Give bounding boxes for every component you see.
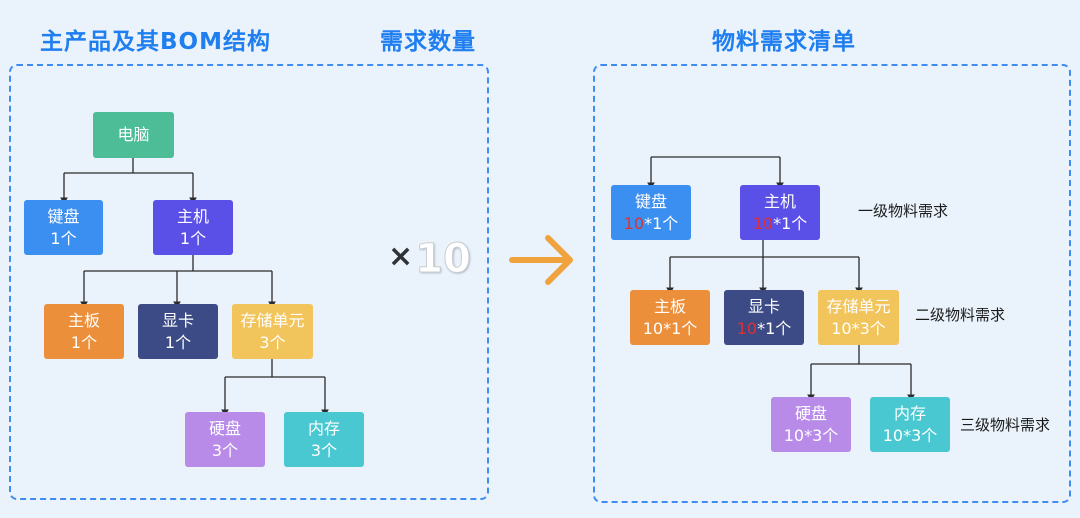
node-harddisk: 硬盘 3个 <box>185 412 265 467</box>
unit-quantity: *3个 <box>851 318 886 338</box>
node-quantity: 10*3个 <box>783 425 839 445</box>
node-quantity: 10*3个 <box>882 425 938 445</box>
multiply-icon: × <box>388 239 414 274</box>
unit-quantity: *1个 <box>773 213 808 233</box>
node-keyboard: 键盘 1个 <box>24 200 103 255</box>
node-quantity: 10*1个 <box>624 213 679 235</box>
req-node-host: 主机 10*1个 <box>740 185 820 240</box>
node-quantity: 3个 <box>310 440 338 460</box>
req-node-motherboard: 主板 10*1个 <box>630 290 710 345</box>
order-factor: 10 <box>752 213 774 233</box>
order-factor: 10 <box>642 318 664 338</box>
req-node-storage: 存储单元 10*3个 <box>818 290 899 345</box>
node-quantity: 3个 <box>259 332 286 352</box>
bom-structure-panel <box>9 64 489 500</box>
right-panel-title: 物料需求清单 <box>712 29 856 55</box>
order-factor: 10 <box>736 318 758 338</box>
order-factor: 10 <box>831 318 852 338</box>
node-computer: 电脑 <box>93 112 174 158</box>
node-label: 键盘 <box>634 191 667 211</box>
req-node-keyboard: 键盘 10*1个 <box>611 185 691 240</box>
req-node-memory: 内存 10*3个 <box>870 397 950 452</box>
unit-quantity: *1个 <box>644 213 679 233</box>
connector-storage-children <box>224 359 326 410</box>
node-gpu: 显卡 1个 <box>138 304 218 359</box>
node-label: 硬盘 <box>208 418 241 438</box>
node-label: 显卡 <box>747 296 780 316</box>
node-storage: 存储单元 3个 <box>232 304 313 359</box>
connector-right-level2 <box>669 240 860 288</box>
connector-right-level3 <box>810 345 912 395</box>
req-node-gpu: 显卡 10*1个 <box>724 290 804 345</box>
node-quantity: 3个 <box>211 440 239 460</box>
node-label: 内存 <box>893 403 926 423</box>
left-panel-title: 主产品及其BOM结构 <box>40 29 271 55</box>
node-label: 内存 <box>307 418 340 438</box>
connector-right-level1 <box>650 156 781 183</box>
connector-host-children <box>83 255 273 302</box>
node-quantity: 1个 <box>179 228 207 248</box>
node-label: 主板 <box>653 296 686 316</box>
quantity-title: 需求数量 <box>380 29 476 55</box>
node-label: 硬盘 <box>794 403 827 423</box>
node-motherboard: 主板 1个 <box>44 304 124 359</box>
level3-label: 三级物料需求 <box>960 416 1051 434</box>
order-factor: 10 <box>623 213 645 233</box>
node-label: 存储单元 <box>826 296 891 316</box>
node-label: 电脑 <box>117 125 150 144</box>
connector-root-children <box>63 158 194 198</box>
node-quantity: 10*1个 <box>737 318 792 340</box>
level1-label: 一级物料需求 <box>858 202 949 220</box>
quantity-multiplier: ×10 <box>388 236 471 284</box>
node-host: 主机 1个 <box>153 200 233 255</box>
node-quantity: 1个 <box>164 332 192 352</box>
req-node-harddisk: 硬盘 10*3个 <box>771 397 851 452</box>
node-label: 主机 <box>763 191 796 211</box>
node-quantity: 1个 <box>50 228 77 248</box>
material-requirement-panel <box>593 64 1071 503</box>
node-label: 主机 <box>176 206 209 226</box>
node-label: 存储单元 <box>240 310 305 330</box>
transform-arrow-icon <box>509 235 573 285</box>
unit-quantity: *1个 <box>757 318 792 338</box>
node-label: 主板 <box>67 310 100 330</box>
multiplier-value: 10 <box>415 236 472 283</box>
node-quantity: 10*1个 <box>643 318 698 340</box>
node-quantity: 10*3个 <box>831 318 886 340</box>
unit-quantity: *1个 <box>663 318 698 338</box>
node-label: 显卡 <box>161 310 194 330</box>
level2-label: 二级物料需求 <box>915 306 1006 324</box>
node-label: 键盘 <box>47 206 80 226</box>
node-quantity: 1个 <box>70 332 98 352</box>
node-memory: 内存 3个 <box>284 412 364 467</box>
node-quantity: 10*1个 <box>753 213 808 235</box>
